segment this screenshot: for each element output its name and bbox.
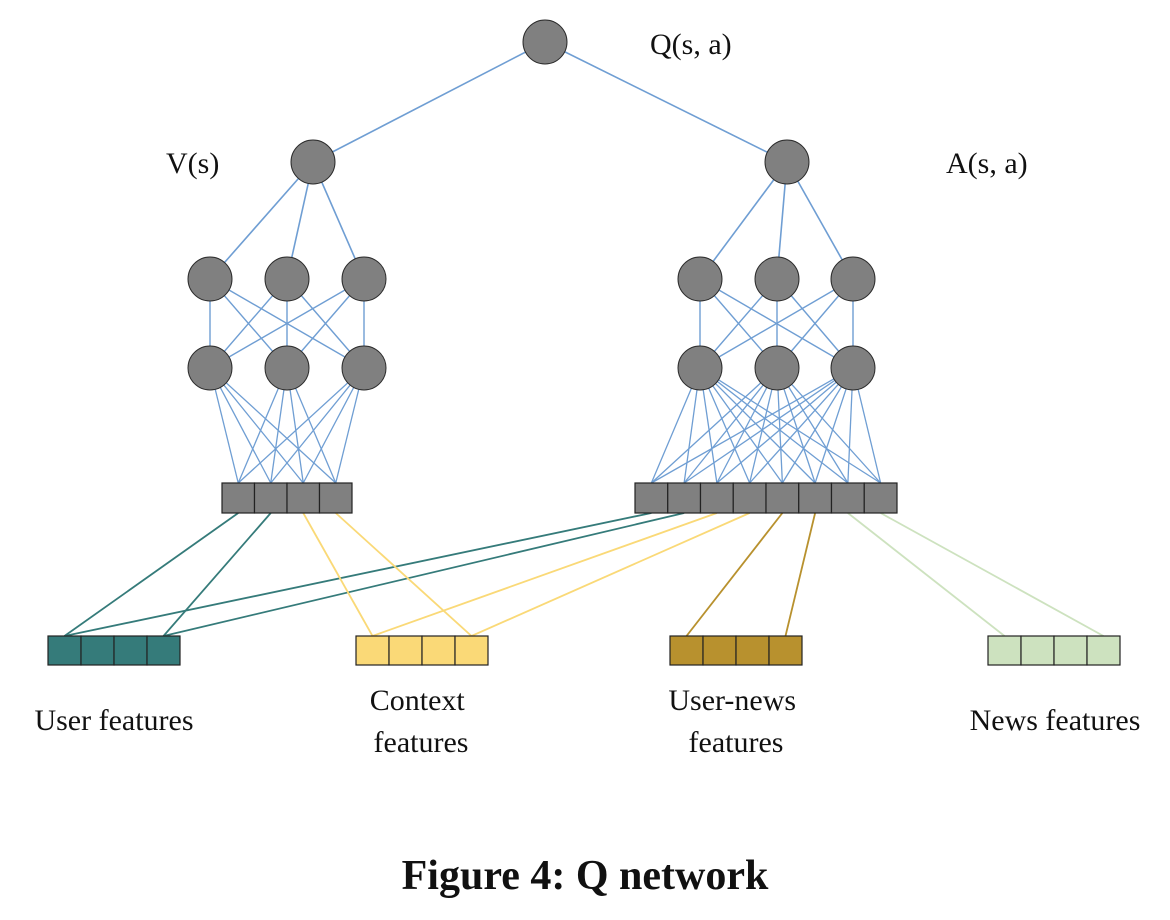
output-label: Q(s, a) (650, 28, 732, 61)
advantage-input-cell (830, 482, 865, 514)
edge-v-h2-input (209, 367, 337, 484)
user-features-cell (47, 635, 82, 666)
edge-context-features (471, 512, 750, 637)
user-news-features-cell (768, 635, 803, 666)
value-hidden1-neuron (341, 256, 387, 302)
edge-user-features (64, 512, 652, 637)
edge-a-h2-input (683, 367, 854, 484)
value-hidden1-neuron (264, 256, 310, 302)
edge-context-features (302, 512, 374, 637)
value-input-cell (221, 482, 256, 514)
value-hidden1-neuron (187, 256, 233, 302)
user-news-features-label: User-news features (668, 684, 803, 759)
user-features-cell (80, 635, 115, 666)
advantage-input-cell (634, 482, 669, 514)
edge-a-h1 (699, 161, 788, 280)
edge-user-news-features (784, 512, 816, 637)
edge-a-h1-h2 (699, 278, 854, 369)
news-features-label: News features (970, 704, 1141, 737)
edge-a-h2-input (699, 367, 881, 484)
value-label: V(s) (166, 147, 219, 180)
value-input-cell (253, 482, 288, 514)
edge-v-h1 (209, 161, 314, 280)
advantage-label: A(s, a) (946, 147, 1028, 180)
neurons (187, 19, 876, 391)
advantage-hidden1-neuron (677, 256, 723, 302)
advantage-input-cell (798, 482, 833, 514)
feature-edges (63, 512, 1104, 637)
value-hidden2-neuron (341, 345, 387, 391)
edge-news-features (847, 512, 1006, 637)
advantage-hidden2-neuron (677, 345, 723, 391)
edge-a-h2-input (650, 367, 778, 484)
edge-context-features (372, 512, 718, 637)
advantage-hidden2-neuron (830, 345, 876, 391)
value-hidden2-neuron (187, 345, 233, 391)
advantage-hidden2-neuron (754, 345, 800, 391)
edge-v-h1-h2 (209, 278, 365, 369)
edge-a-h2-input (776, 367, 882, 484)
news-features-cell (1086, 635, 1121, 666)
edge-context-features (335, 512, 473, 637)
feature-boxes (47, 482, 1121, 666)
value-neuron (290, 139, 336, 185)
advantage-input-cell (863, 482, 898, 514)
edge-q-v (312, 41, 546, 163)
user-news-features-label-line2: features (689, 726, 784, 759)
edge-v-h2-input (237, 367, 365, 484)
edge-a-h2-input (776, 367, 849, 484)
advantage-input-cell (765, 482, 800, 514)
output-neuron (522, 19, 568, 65)
context-features-cell (355, 635, 390, 666)
context-features-cell (388, 635, 423, 666)
advantage-neuron (764, 139, 810, 185)
context-features-label-line1: Context (370, 684, 466, 717)
edge-user-news-features (685, 512, 784, 637)
advantage-input-cell (732, 482, 767, 514)
user-news-features-cell (735, 635, 770, 666)
edge-user-features (162, 512, 272, 637)
edge-q-a (544, 41, 788, 163)
figure-caption: Figure 4: Q network (401, 853, 769, 899)
edge-a-h2-input (699, 367, 816, 484)
news-features-cell (987, 635, 1022, 666)
context-features-label: Context features (370, 684, 473, 759)
context-features-cell (421, 635, 456, 666)
user-features-cell (146, 635, 181, 666)
user-features-label: User features (34, 704, 193, 737)
advantage-hidden1-neuron (830, 256, 876, 302)
edge-v-h2-input (270, 367, 365, 484)
advantage-hidden1-neuron (754, 256, 800, 302)
advantage-input-cell (667, 482, 702, 514)
news-features-cell (1053, 635, 1088, 666)
context-features-cell (454, 635, 489, 666)
advantage-input-cell (699, 482, 734, 514)
value-hidden2-neuron (264, 345, 310, 391)
user-news-features-label-line1: User-news (668, 684, 796, 717)
edge-a-h2-input (651, 367, 854, 484)
user-news-features-cell (669, 635, 704, 666)
edge-a-h2-input (683, 367, 778, 484)
edge-news-features (880, 512, 1104, 637)
context-features-label-line2: features (374, 726, 469, 759)
value-input-cell (318, 482, 353, 514)
edge-user-features (63, 512, 239, 637)
user-features-cell (113, 635, 148, 666)
edge-v-h2-input (209, 367, 304, 484)
edge-a-h2-input (716, 367, 854, 484)
edge-a-h2-input (699, 367, 783, 484)
edge-a-h2-input (749, 367, 854, 484)
user-news-features-cell (702, 635, 737, 666)
edge-a-h2-input (699, 367, 849, 484)
news-features-cell (1020, 635, 1055, 666)
value-input-cell (286, 482, 321, 514)
edge-user-features (163, 512, 685, 637)
